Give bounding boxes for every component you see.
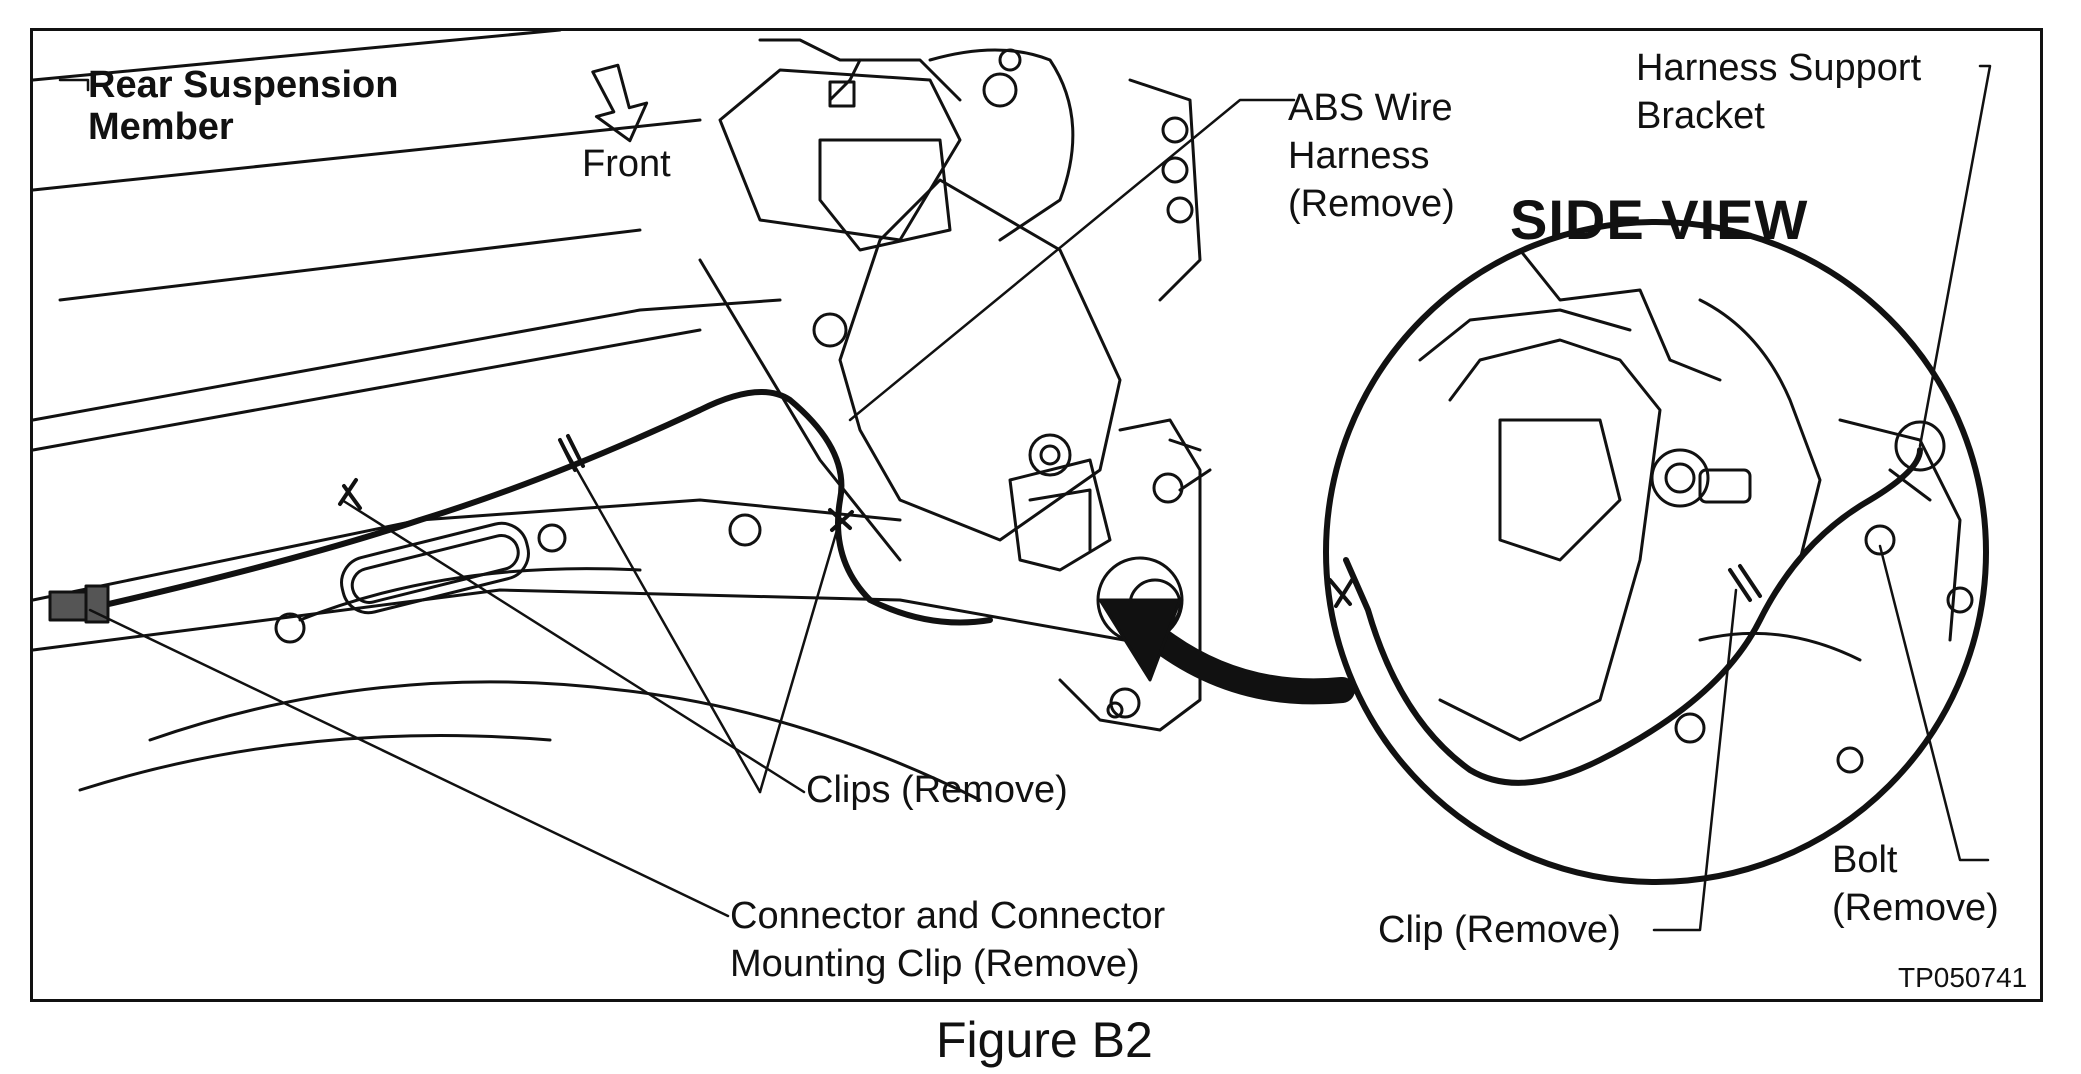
- suspension-member-beam: [31, 28, 1182, 802]
- label-harness-support-bracket: Harness Support Bracket: [1636, 47, 1922, 137]
- figure-caption: Figure B2: [936, 1012, 1153, 1068]
- harness-connector: [48, 584, 110, 624]
- side-view-pointer-arrow: [1098, 598, 1355, 705]
- side-view-clip: [1328, 564, 1762, 608]
- abs-wire-harness: [97, 389, 993, 626]
- side-view-inset: [1323, 219, 1989, 885]
- label-side-view: SIDE VIEW: [1510, 188, 1809, 251]
- diagram-frame: [30, 28, 2043, 1002]
- leader-lines: [58, 64, 1992, 932]
- label-front: Front: [582, 143, 671, 185]
- label-clips-remove: Clips (Remove): [806, 769, 1068, 811]
- label-abs-wire-harness: ABS Wire Harness (Remove): [1288, 87, 1455, 225]
- front-direction-arrow: [591, 63, 649, 143]
- upper-mount-bracket: [718, 38, 1202, 302]
- label-clip-remove: Clip (Remove): [1378, 909, 1621, 951]
- part-code: TP050741: [1898, 962, 2028, 993]
- trailing-arm: [838, 178, 1212, 732]
- label-rear-suspension-member: Rear Suspension Member: [88, 64, 399, 148]
- harness-clips: [338, 434, 854, 532]
- label-bolt-remove: Bolt (Remove): [1832, 839, 1999, 929]
- label-connector-clip: Connector and Connector Mounting Clip (R…: [730, 895, 1166, 985]
- side-view-harness: [1343, 447, 1923, 786]
